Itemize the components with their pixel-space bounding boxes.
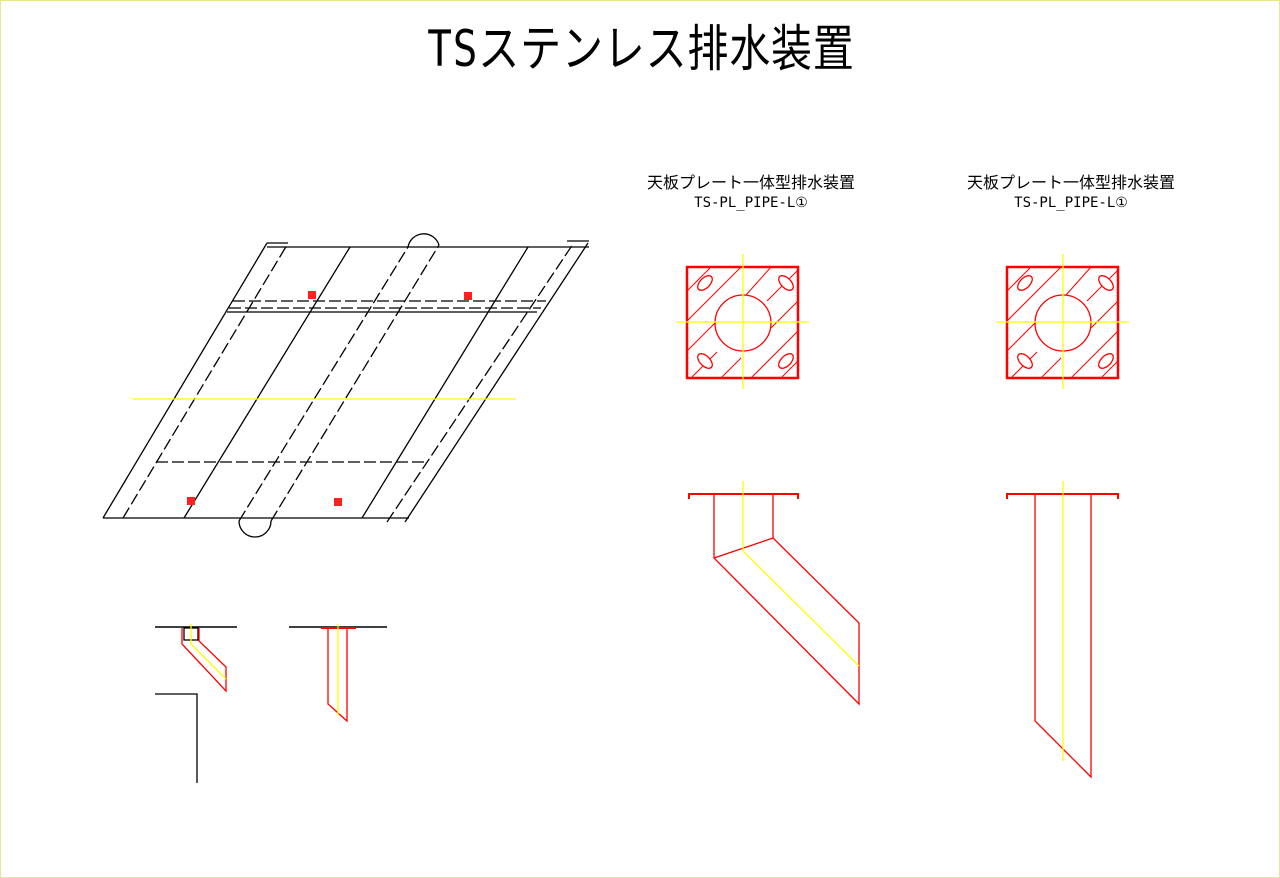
- drawing-title: TSステンレス排水装置: [427, 20, 855, 78]
- detail-caption-2: 天板プレート一体型排水装置 TS-PL_PIPE-L①: [906, 173, 1236, 213]
- detail-name: 天板プレート一体型排水装置: [966, 173, 1175, 192]
- small-section-angled: [155, 624, 237, 783]
- small-section-straight: [289, 624, 387, 723]
- detail-model: TS-PL_PIPE-L①: [1014, 195, 1128, 211]
- flange-plan-1: [676, 254, 809, 389]
- drain-markers: [187, 291, 472, 506]
- plan-view: [102, 233, 589, 538]
- detail-name: 天板プレート一体型排水装置: [646, 173, 855, 192]
- pipe-elevation-angled: [688, 481, 860, 706]
- detail-caption-1: 天板プレート一体型排水装置 TS-PL_PIPE-L①: [586, 173, 916, 213]
- detail-model: TS-PL_PIPE-L①: [694, 195, 808, 211]
- flange-plan-2: [996, 254, 1129, 389]
- pipe-elevation-straight: [1006, 481, 1119, 779]
